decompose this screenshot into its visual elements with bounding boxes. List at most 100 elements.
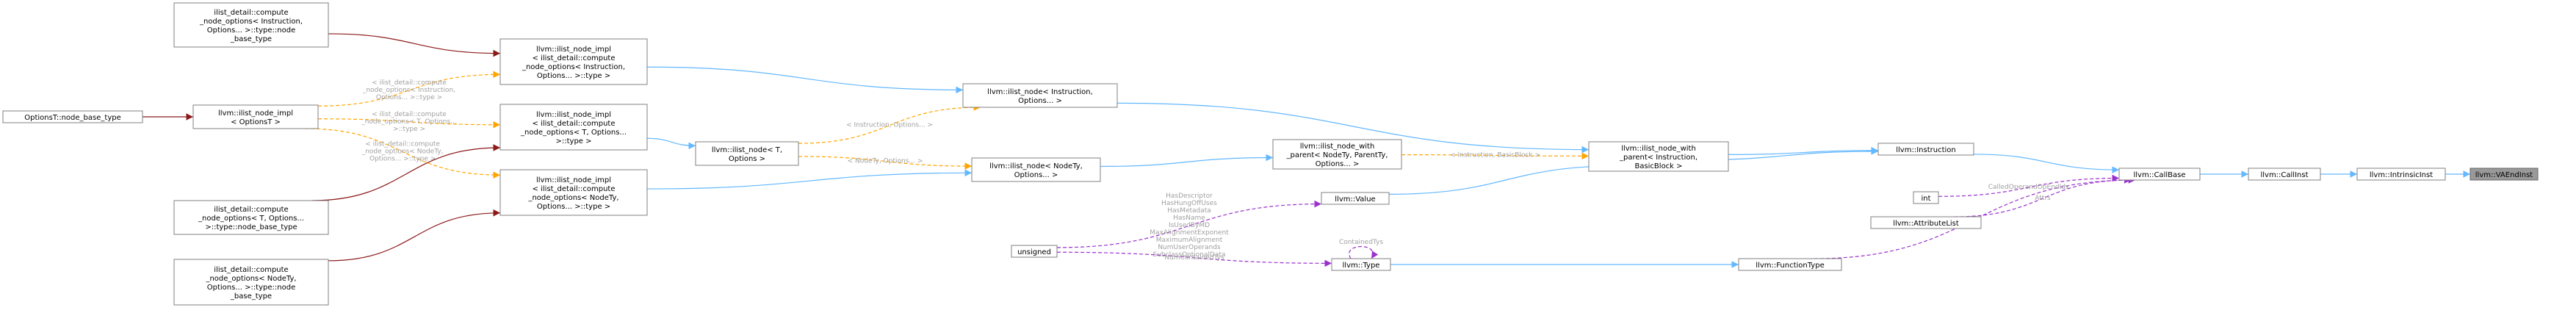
edge-line — [328, 33, 501, 57]
class-node-label: llvm::CallInst — [2260, 171, 2308, 179]
class-node-label: llvm::ilist_node< NodeTy, — [989, 162, 1083, 170]
edge-instruction-to-callbase — [1973, 154, 2120, 173]
class-node-box — [499, 38, 648, 85]
class-node-baset[interactable]: ilist_detail::compute_node_options< T, O… — [173, 200, 329, 235]
class-node-box — [499, 169, 648, 216]
class-node-label: ilist_detail::compute — [214, 9, 288, 17]
class-node-label: llvm::ilist_node_impl — [536, 46, 611, 54]
edge-label: MaximumAlignment — [1156, 237, 1223, 244]
class-node-box — [1913, 191, 1939, 204]
class-node-label: _base_type — [230, 35, 272, 43]
class-node-label: _node_options< Instruction, — [522, 63, 625, 71]
class-node-label: llvm::Type — [1343, 262, 1380, 270]
edge-line — [1100, 154, 1274, 168]
class-node-label: int — [1921, 195, 1930, 203]
edge-line — [305, 128, 501, 179]
class-node-label: _parent< Instruction, — [1619, 154, 1698, 162]
edge-nodet-to-nodenodety: < NodeTy, Options... > — [798, 156, 973, 170]
edge-value-to-user — [1388, 162, 1623, 195]
edge-nodeinstr-to-parentinstbb — [1116, 102, 1590, 154]
edge-baset-to-implt — [311, 144, 501, 201]
edge-line — [646, 169, 973, 190]
class-node-baseinstr[interactable]: ilist_detail::compute_node_options< Inst… — [173, 2, 329, 48]
class-node-box — [192, 104, 319, 129]
class-node-int[interactable]: int — [1913, 191, 1939, 204]
class-node-box — [1870, 216, 1982, 229]
class-node-label: llvm::ilist_node_impl — [218, 109, 293, 118]
edge-int-to-callbase: CalledOperandOpEndIdx — [1938, 174, 2120, 197]
edge-label: < ilist_detail::compute — [365, 141, 440, 148]
class-node-label: ilist_detail::compute — [214, 206, 288, 214]
class-node-instruction[interactable]: llvm::Instruction — [1877, 143, 1974, 156]
class-node-label: BasicBlock > — [1634, 162, 1682, 170]
class-node-box — [971, 157, 1101, 182]
class-node-value[interactable]: llvm::Value — [1321, 192, 1390, 205]
class-node-label: Options... > — [1014, 171, 1058, 179]
class-node-box — [1011, 245, 1058, 258]
class-node-label: _parent< NodeTy, ParentTy, — [1286, 151, 1388, 159]
edge-implnodety-to-nodenodety — [646, 169, 973, 190]
edge-imploptionst-to-implt: < ilist_detail::compute_node_options< T,… — [317, 111, 501, 133]
class-node-label: >::type > — [555, 137, 591, 145]
class-node-box — [1321, 192, 1390, 205]
class-node-label: Options... >::type > — [537, 203, 610, 211]
edge-imploptionst-to-implnodety: < ilist_detail::compute_node_options< No… — [305, 128, 501, 179]
edge-line — [1116, 102, 1590, 154]
class-node-callbase[interactable]: llvm::CallBase — [2118, 168, 2201, 181]
edge-label: MaxAlignmentExponent — [1150, 229, 1229, 237]
edge-label: _node_options< T, Options... — [361, 118, 457, 126]
class-node-implinstr[interactable]: llvm::ilist_node_impl< ilist_detail::com… — [499, 38, 648, 85]
class-node-implnodety[interactable]: llvm::ilist_node_impl< ilist_detail::com… — [499, 169, 648, 216]
class-node-unsigned[interactable]: unsigned — [1011, 245, 1058, 258]
class-node-label: _node_options< T, Options... — [198, 215, 304, 223]
edge-nodet-to-nodeinstr: < Instruction, Options... > — [798, 104, 981, 144]
class-node-box — [1331, 258, 1391, 271]
class-node-label: < OptionsT > — [231, 118, 281, 126]
edge-label: ContainedTys — [1339, 239, 1383, 246]
class-node-imploptionst[interactable]: llvm::ilist_node_impl< OptionsT > — [192, 104, 319, 129]
edge-baseinstr-to-implinstr — [328, 33, 501, 57]
edge-line — [1973, 154, 2120, 173]
class-node-box — [1877, 143, 1974, 156]
class-node-nodeinstr[interactable]: llvm::ilist_node< Instruction,Options...… — [962, 83, 1118, 108]
class-node-parentinstbb[interactable]: llvm::ilist_node_with_parent< Instructio… — [1588, 141, 1729, 172]
class-node-basenodety[interactable]: ilist_detail::compute_node_options< Node… — [173, 259, 329, 306]
edge-label: _node_options< Instruction, — [362, 87, 455, 94]
edge-imploptionst-to-implinstr: < ilist_detail::compute_node_options< In… — [317, 71, 501, 107]
nodes-layer: llvm::VAEndInstllvm::IntrinsicInstllvm::… — [2, 2, 2539, 306]
class-node-implt[interactable]: llvm::ilist_node_impl< ilist_detail::com… — [499, 104, 648, 151]
edge-implinstr-to-nodeinstr — [646, 66, 964, 94]
edge-line — [1401, 152, 1590, 160]
class-node-nodet[interactable]: llvm::ilist_node< T,Options > — [695, 141, 799, 166]
class-node-type[interactable]: llvm::Type — [1331, 258, 1391, 271]
edge-type-to-type: ContainedTys — [1339, 239, 1383, 259]
edge-unsigned-to-type: NumContainedTys — [1056, 251, 1332, 267]
edge-label: Options... >::type > — [369, 156, 436, 163]
edge-line — [1728, 146, 1879, 155]
class-node-label: llvm::ilist_node_impl — [536, 111, 611, 119]
edge-line — [1938, 174, 2120, 197]
class-node-label: llvm::IntrinsicInst — [2370, 171, 2433, 179]
edge-attributelist-to-callbase: Attrs — [1954, 176, 2132, 217]
edge-label: Options... >::type > — [376, 94, 442, 101]
class-node-functiontype[interactable]: llvm::FunctionType — [1738, 258, 1842, 271]
class-node-vaendinst[interactable]: llvm::VAEndInst — [2469, 168, 2539, 181]
class-node-label: llvm::FunctionType — [1756, 262, 1824, 270]
class-node-nodenodety[interactable]: llvm::ilist_node< NodeTy,Options... > — [971, 157, 1101, 182]
class-node-optionstbase[interactable]: OptionsT::node_base_type — [2, 110, 143, 123]
class-node-label: ilist_detail::compute — [214, 266, 288, 274]
class-node-label: < ilist_detail::compute — [533, 185, 616, 193]
class-node-attributelist[interactable]: llvm::AttributeList — [1870, 216, 1982, 229]
class-node-callinst[interactable]: llvm::CallInst — [2248, 168, 2321, 181]
class-node-label: _node_options< NodeTy, — [527, 194, 618, 202]
class-node-intrinsicinst[interactable]: llvm::IntrinsicInst — [2356, 168, 2446, 181]
class-node-label: llvm::CallBase — [2134, 171, 2186, 179]
class-node-label: llvm::VAEndInst — [2475, 171, 2533, 179]
class-node-box — [695, 141, 799, 166]
edge-unsigned-to-value: HasDescriptorHasHungOffUsesHasMetadataHa… — [1056, 193, 1322, 259]
class-node-box — [962, 83, 1118, 108]
class-node-label: < ilist_detail::compute — [533, 120, 616, 128]
edge-label: Attrs — [2035, 195, 2051, 202]
edge-line — [1349, 246, 1379, 259]
class-node-parentnodety[interactable]: llvm::ilist_node_with_parent< NodeTy, Pa… — [1272, 139, 1402, 170]
